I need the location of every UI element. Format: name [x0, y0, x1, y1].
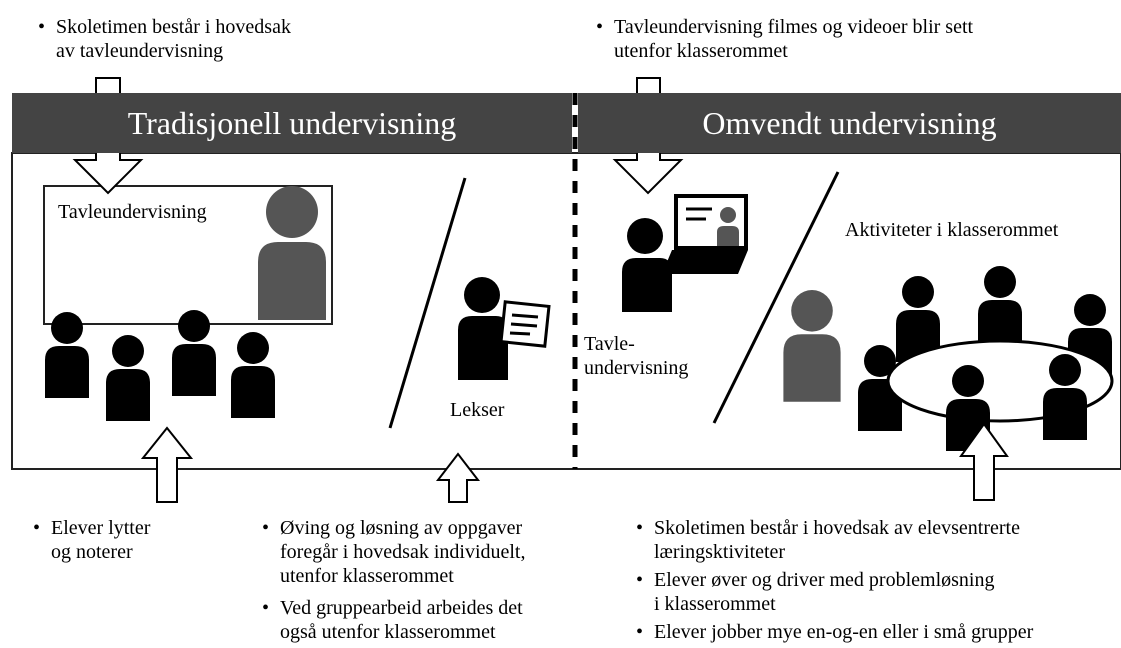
arrow-bottom-right [959, 422, 1009, 501]
bottom-note-left-0: •Elever lytter og noterer [33, 517, 151, 563]
slash-left [388, 177, 467, 429]
teacher-figure [258, 186, 326, 320]
bottom-note-right-2: •Elever jobber mye en-og-en eller i små … [636, 621, 1034, 643]
arrow-bottom-middle [435, 452, 481, 503]
video-lecture-figure [622, 194, 748, 312]
top-note-right: •Tavleundervisning filmes og videoer bli… [596, 16, 974, 62]
label-homework: Lekser [450, 399, 505, 421]
bottom-note-right-1: •Elever øver og driver med problemløsnin… [636, 569, 995, 615]
facilitator-teacher [783, 290, 841, 402]
label-board: Tavleundervisning [58, 201, 207, 223]
bottom-note-middle-0: •Øving og løsning av oppgaver foregår i … [262, 517, 526, 587]
bottom-note-right-0: •Skoletimen består i hovedsak av elevsen… [636, 517, 1020, 563]
top-note-left: •Skoletimen består i hovedsak av tavleun… [38, 16, 291, 62]
header-left: Tradisjonell undervisning [12, 93, 572, 153]
homework-paper [499, 300, 551, 348]
slash-right [712, 171, 840, 424]
panel-frame [11, 152, 1121, 470]
homework-student [458, 277, 508, 380]
arrow-bottom-left [140, 426, 194, 503]
students-group [45, 310, 275, 421]
bottom-note-middle-1: •Ved gruppearbeid arbeides det også uten… [262, 597, 523, 643]
header-right: Omvendt undervisning [578, 93, 1121, 153]
label-activities: Aktiviteter i klasserommet [845, 219, 1059, 241]
label-video-lecture: Tavle- undervisning [584, 333, 689, 379]
